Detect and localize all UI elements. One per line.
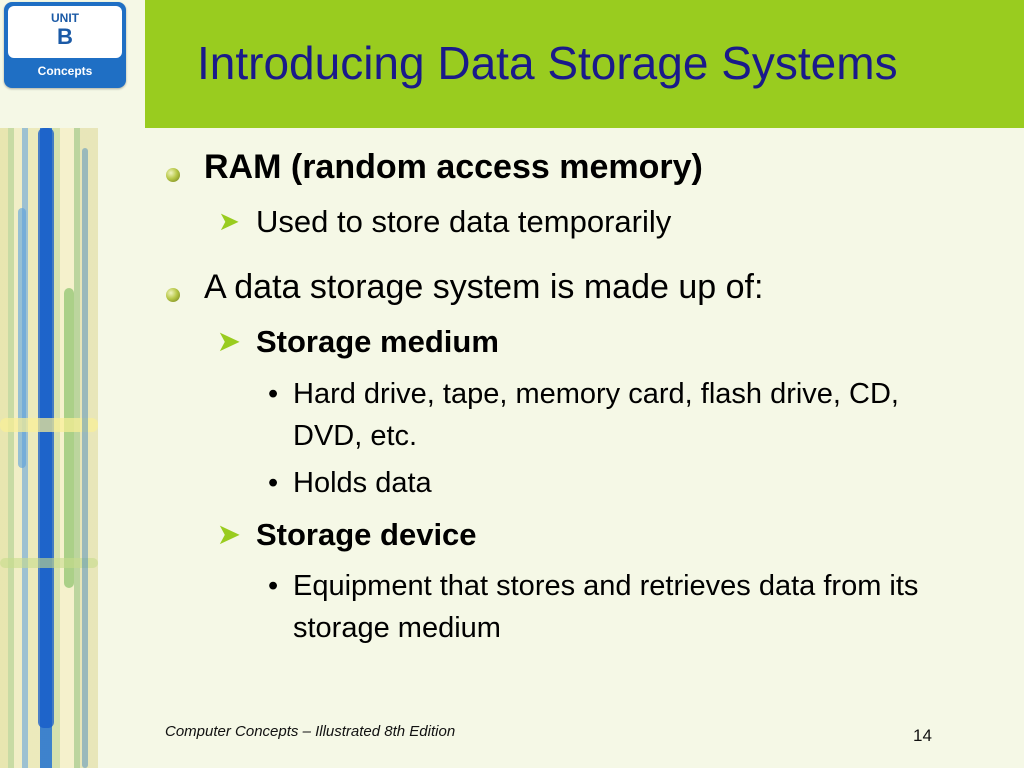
slide-title: Introducing Data Storage Systems — [197, 37, 898, 89]
dot-bullet-icon: • — [268, 467, 279, 499]
list-item-text: Hard drive, tape, memory card, flash dri… — [293, 378, 899, 452]
bullet-system-label: A data storage system is made up of: — [204, 268, 764, 306]
list-item: • Holds data — [268, 462, 958, 504]
sub-bullet-medium-label: Storage medium — [256, 324, 499, 359]
sub-bullet-device-label: Storage device — [256, 517, 477, 552]
footer-book-title: Computer Concepts – Illustrated 8th Edit… — [165, 723, 456, 740]
dot-bullet-icon: • — [268, 570, 279, 602]
logo-area: UNIT B Concepts — [0, 0, 145, 128]
arrow-bullet-icon: ➤ — [218, 519, 240, 549]
list-item: • Hard drive, tape, memory card, flash d… — [268, 373, 958, 457]
page-number: 14 — [913, 726, 932, 745]
list-item-text: Holds data — [293, 467, 432, 499]
arrow-bullet-icon: ➤ — [218, 206, 240, 236]
dot-bullet-icon: • — [268, 378, 279, 410]
bullet-ram-label: RAM (random access memory) — [204, 148, 703, 186]
list-item: • Equipment that stores and retrieves da… — [268, 565, 958, 649]
title-bar: Introducing Data Storage Systems — [145, 0, 1024, 128]
round-bullet-icon — [166, 288, 180, 302]
decorative-side-image — [0, 88, 98, 768]
sub-bullet-ram-label: Used to store data temporarily — [256, 204, 672, 239]
badge-subtitle: Concepts — [37, 64, 93, 78]
unit-badge-logo: UNIT B Concepts — [4, 2, 126, 88]
list-item-text: Equipment that stores and retrieves data… — [293, 570, 919, 644]
unit-label: UNIT — [51, 11, 79, 25]
unit-letter: B — [57, 24, 73, 49]
round-bullet-icon — [166, 168, 180, 182]
arrow-bullet-icon: ➤ — [218, 326, 240, 356]
